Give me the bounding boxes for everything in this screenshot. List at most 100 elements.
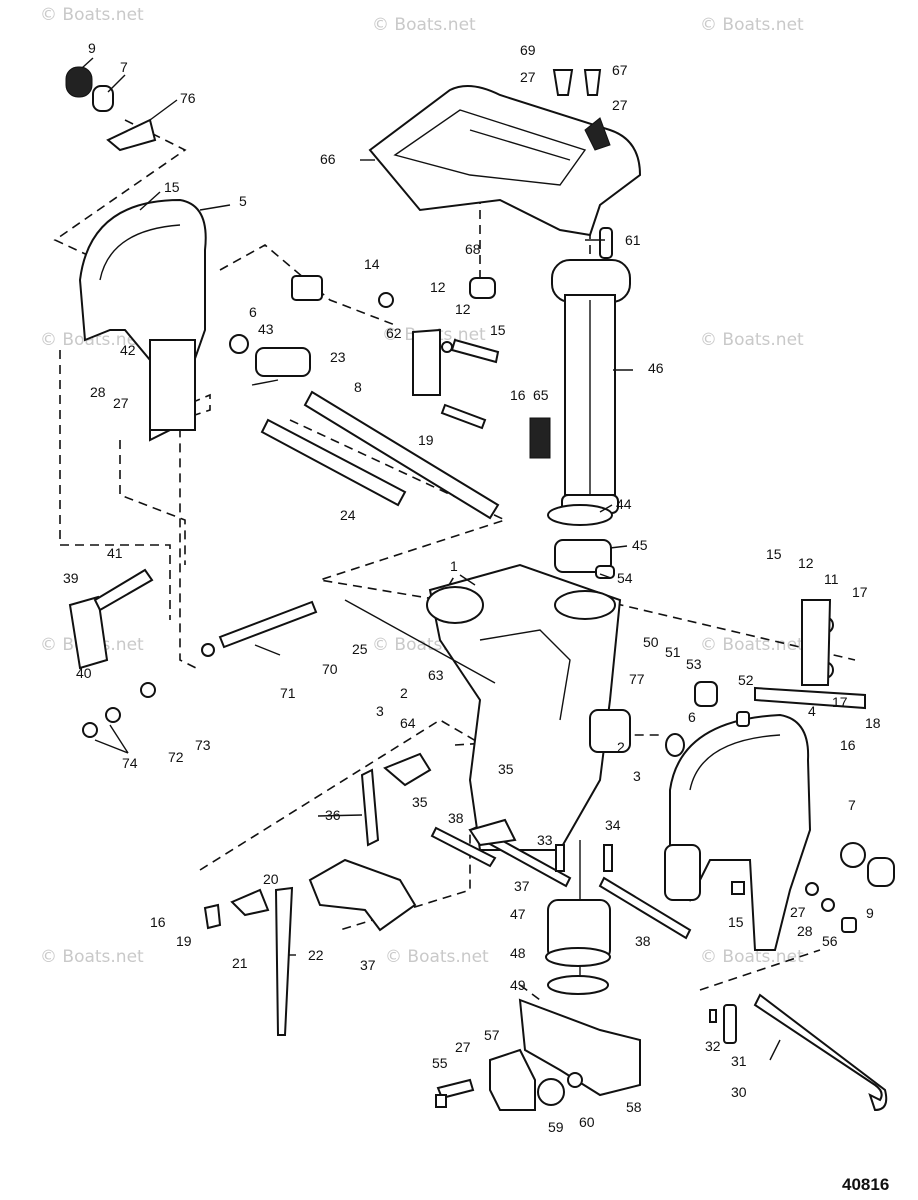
- callout-16: 16: [150, 914, 166, 930]
- callout-29: 30: [731, 1084, 747, 1100]
- callout-57: 56: [822, 933, 838, 949]
- callout-35: 34: [605, 817, 621, 833]
- callout-25: 24: [340, 507, 356, 523]
- watermark: © Boats.net: [385, 947, 489, 967]
- leader-lines: [81, 57, 781, 1061]
- callout-75: 76: [180, 90, 196, 106]
- callout-44: 43: [258, 321, 274, 337]
- callout-64: 63: [428, 667, 444, 683]
- callout-7: 7: [120, 59, 128, 75]
- callout-68: 67: [612, 62, 628, 78]
- callout-76: 77: [629, 671, 645, 687]
- callout-59: 58: [626, 1099, 642, 1115]
- callout-55: 54: [617, 570, 633, 586]
- lower-mount: [436, 899, 641, 1111]
- left-clamp-bracket: [78, 198, 207, 442]
- tiller-handle: [368, 85, 642, 237]
- callout-4: 4: [808, 703, 816, 719]
- callout-27: 27: [113, 395, 129, 411]
- callout-62: 61: [625, 232, 641, 248]
- callout-36: 37: [514, 878, 530, 894]
- callout-22: 21: [232, 955, 248, 971]
- callout-9: 9: [866, 905, 874, 921]
- callout-38: 37: [360, 957, 376, 973]
- callout-50: 49: [510, 977, 526, 993]
- watermark: © Boats.net: [700, 635, 804, 655]
- callout-69: 68: [465, 241, 481, 257]
- callout-8: 8: [354, 379, 362, 395]
- callout-43: 42: [120, 342, 136, 358]
- callout-26: 25: [352, 641, 368, 657]
- callout-60: 59: [548, 1119, 564, 1135]
- callout-13: 14: [364, 256, 380, 272]
- callout-67: 66: [320, 151, 336, 167]
- callout-27: 27: [520, 69, 536, 85]
- callout-42: 41: [107, 545, 123, 561]
- callout-39: 38: [448, 810, 464, 826]
- callout-16: 16: [510, 387, 526, 403]
- callout-16: 15: [164, 179, 180, 195]
- callout-27: 27: [790, 904, 806, 920]
- callout-72: 71: [280, 685, 296, 701]
- callout-40: 39: [63, 570, 79, 586]
- callout-53: 52: [738, 672, 754, 688]
- callout-32: 35: [412, 794, 428, 810]
- callout-17: 17: [832, 694, 848, 710]
- callout-24: 23: [330, 349, 346, 365]
- callout-3: 3: [633, 768, 641, 784]
- callout-71: 70: [322, 661, 338, 677]
- watermark: © Boats.net: [700, 330, 804, 350]
- callout-52: 51: [665, 644, 681, 660]
- watermark: © Boats.net: [40, 947, 144, 967]
- callout-58: 57: [484, 1027, 500, 1043]
- callout-10: 12: [430, 279, 446, 295]
- watermark: © Boats.net: [372, 15, 476, 35]
- callout-31: 32: [705, 1038, 721, 1054]
- callout-15: 15: [766, 546, 782, 562]
- callout-5: 5: [239, 193, 247, 209]
- callout-16: 16: [840, 737, 856, 753]
- callout-27: 27: [612, 97, 628, 113]
- callout-20: 19: [176, 933, 192, 949]
- callout-37: 38: [635, 933, 651, 949]
- callout-3: 3: [376, 703, 384, 719]
- callout-12: 12: [455, 301, 471, 317]
- callout-47: 46: [648, 360, 664, 376]
- callout-9: 9: [88, 40, 96, 56]
- callout-72: 72: [168, 749, 184, 765]
- callout-30: 31: [731, 1053, 747, 1069]
- callout-70: 69: [520, 42, 536, 58]
- watermark: © Boats.net: [40, 5, 144, 25]
- callout-63: 62: [386, 325, 402, 341]
- callout-7: 7: [848, 797, 856, 813]
- callout-2: 2: [617, 739, 625, 755]
- callout-23: 22: [308, 947, 324, 963]
- callout-labels: 9 7 76 15 5 6 28 27 42 43 23 8 14 12 12 …: [63, 40, 881, 1135]
- callout-56: 55: [432, 1055, 448, 1071]
- callout-28: 28: [90, 384, 106, 400]
- callout-18: 18: [865, 715, 881, 731]
- callout-6: 6: [688, 709, 696, 725]
- callout-1: 1: [450, 558, 458, 574]
- callout-6: 6: [249, 304, 257, 320]
- callout-73: 73: [195, 737, 211, 753]
- right-clamp-bracket: [664, 713, 812, 951]
- callout-46: 45: [632, 537, 648, 553]
- watermark: © Boats.net: [40, 330, 144, 350]
- callout-34: 36: [325, 807, 341, 823]
- shafts: [218, 338, 866, 940]
- tilt-lock-lever: [753, 993, 888, 1112]
- callout-48: 47: [510, 906, 526, 922]
- callout-11: 11: [824, 571, 839, 587]
- watermark: © Boats.net: [700, 15, 804, 35]
- callout-33: 35: [498, 761, 514, 777]
- callout-35: 33: [537, 832, 553, 848]
- callout-61: 60: [579, 1114, 595, 1130]
- hardware: [65, 66, 895, 1108]
- tube-bushings: [547, 504, 615, 579]
- callout-65: 64: [400, 715, 416, 731]
- callout-45: 44: [616, 496, 632, 512]
- callout-51: 50: [643, 634, 659, 650]
